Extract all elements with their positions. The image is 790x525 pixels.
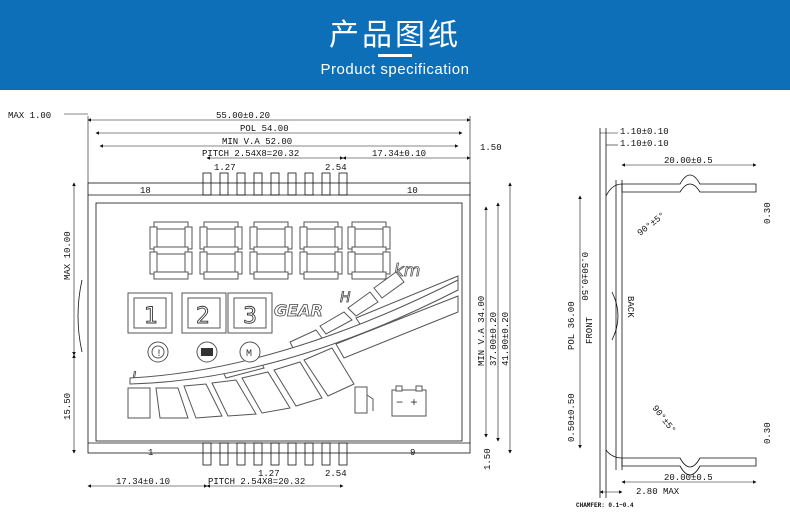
dim-edge-gap-top: 1.50 [480,143,502,153]
side-dim-height-right-top: 0.30 [763,202,773,224]
pin-label-10: 10 [407,186,418,196]
bottom-pin-profile [621,457,757,476]
side-chamfer-note: CHAMFER: 0.1~0.4 [576,502,634,509]
title-english: Product specification [320,61,470,78]
side-view: 1.10±0.10 1.10±0.10 20.00±0.5 0.30 0.50±… [567,127,773,509]
side-dim-width-bottom: 20.00±0.5 [664,473,713,483]
side-angle-bottom: 90°±5° [650,404,678,436]
dim-min-va: MIN V.A 52.00 [222,137,292,147]
dim-pin-gap-a-bottom: 1.27 [258,469,280,479]
gear-2: 2 [196,304,210,329]
side-dim-height-right-bottom: 0.30 [763,422,773,444]
side-dim-max-bottom: 2.80 MAX [636,487,680,497]
side-angle-top: 90°±5° [636,211,668,239]
dim-pin-gap-b-bottom: 2.54 [325,469,347,479]
motor-icon: M [239,341,261,363]
title-banner: 产品图纸 Product specification [0,0,790,90]
dim-left-max: MAX 10.00 [63,231,73,280]
seven-segment-digits [149,221,391,280]
top-pins [202,172,348,196]
left-bump [77,279,83,353]
side-label-back: BACK [625,296,635,318]
fuel-pump-icon [354,386,374,414]
dim-right-total: 41.00±0.20 [501,312,511,366]
gear-3: 3 [243,304,257,329]
pin-label-1: 1 [148,448,153,458]
side-dim-offset-left-bottom: 0.50±0.50 [567,393,577,442]
dim-pin-offset-top: 17.34±0.10 [372,149,426,159]
svg-text:− +: − + [396,396,418,410]
gear-1: 1 [144,304,158,329]
pin-label-9: 9 [410,448,415,458]
drawing-canvas: 18 10 1 9 km 1 2 3 GEAR H L [8,111,773,509]
dim-pin-gap-b: 2.54 [325,163,347,173]
battery-icon: − + [391,385,427,417]
dim-left-lower: 15.50 [63,393,73,420]
speed-bar-graph [127,271,459,419]
dim-right-pol: 37.00±0.20 [489,312,499,366]
front-view: 18 10 1 9 km 1 2 3 GEAR H L [8,111,512,488]
side-dim-top-b: 1.10±0.10 [620,139,669,149]
gear-label: GEAR [274,301,323,320]
unit-km: km [394,261,420,281]
dim-pin-gap-a: 1.27 [214,163,236,173]
title-divider [378,54,412,57]
dim-pitch-bottom: PITCH 2.54X8=20.32 [208,477,305,487]
dim-max-thickness: MAX 1.00 [8,111,51,121]
svg-text:M: M [246,349,252,360]
dim-pin-offset-bottom: 17.34±0.10 [116,477,170,487]
title-chinese: 产品图纸 [329,18,461,53]
side-dim-pol: POL 36.00 [567,301,577,350]
pin-label-18: 18 [140,186,151,196]
dim-right-va: MIN V.A 34.00 [477,296,487,366]
dim-overall-width: 55.00±0.20 [216,111,270,121]
side-dim-width-top: 20.00±0.5 [664,156,713,166]
svg-text:!: ! [156,349,162,360]
dim-pitch-top: PITCH 2.54X8=20.32 [202,149,299,159]
brake-warning-icon: ! [147,341,169,363]
gear-high-label: H [340,290,351,306]
ecu-engine-icon [196,341,218,363]
top-pin-profile [621,174,757,193]
side-label-front: FRONT [585,316,595,344]
gear-boxes [127,292,273,334]
bottom-pins [202,442,348,466]
dim-pol-width: POL 54.00 [240,124,289,134]
dim-edge-gap-bottom: 1.50 [483,448,493,470]
polarizer-outline [95,202,463,442]
side-dim-top-a: 1.10±0.10 [620,127,669,137]
side-dim-offset-left-top: 0.50±0.50 [579,252,589,301]
